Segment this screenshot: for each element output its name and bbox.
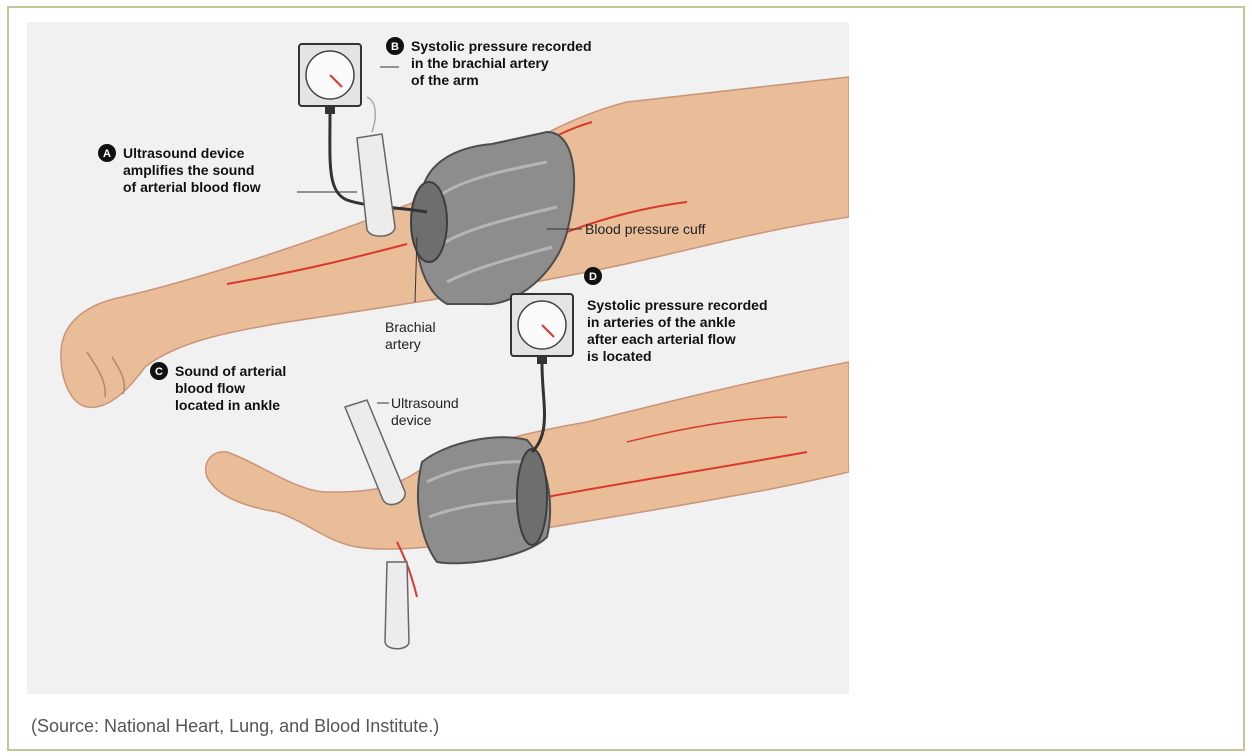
label-b-line3: of the arm xyxy=(411,72,479,88)
badge-d-letter: D xyxy=(589,271,597,283)
label-d-line4: is located xyxy=(587,348,652,364)
label-c-line1: Sound of arterial xyxy=(175,363,286,379)
illustration-svg: A Ultrasound device amplifies the sound … xyxy=(27,22,849,694)
label-ultrasound-line2: device xyxy=(391,412,432,428)
label-c-line3: located in ankle xyxy=(175,397,280,413)
label-d-line1: Systolic pressure recorded xyxy=(587,297,768,313)
badge-c-letter: C xyxy=(155,366,163,378)
label-d-line3: after each arterial flow xyxy=(587,331,736,347)
label-a-line1: Ultrasound device xyxy=(123,145,245,161)
label-ultrasound-line1: Ultrasound xyxy=(391,395,459,411)
leg-cuff xyxy=(418,437,550,563)
label-brachial-line1: Brachial xyxy=(385,319,436,335)
figure-frame: A Ultrasound device amplifies the sound … xyxy=(7,6,1245,751)
figure-caption: (Source: National Heart, Lung, and Blood… xyxy=(31,716,439,737)
label-c-line2: blood flow xyxy=(175,380,245,396)
label-d-line2: in arteries of the ankle xyxy=(587,314,736,330)
label-b-line1: Systolic pressure recorded xyxy=(411,38,592,54)
ankle-brachial-index-illustration: A Ultrasound device amplifies the sound … xyxy=(27,22,849,694)
arm-ultrasound-probe xyxy=(357,134,395,236)
label-a-line2: amplifies the sound xyxy=(123,162,254,178)
label-b-line2: in the brachial artery xyxy=(411,55,549,71)
label-blood-pressure-cuff: Blood pressure cuff xyxy=(585,221,705,237)
label-brachial-line2: artery xyxy=(385,336,421,352)
badge-b-letter: B xyxy=(391,41,399,53)
label-a-line3: of arterial blood flow xyxy=(123,179,261,195)
badge-a-letter: A xyxy=(103,148,111,160)
